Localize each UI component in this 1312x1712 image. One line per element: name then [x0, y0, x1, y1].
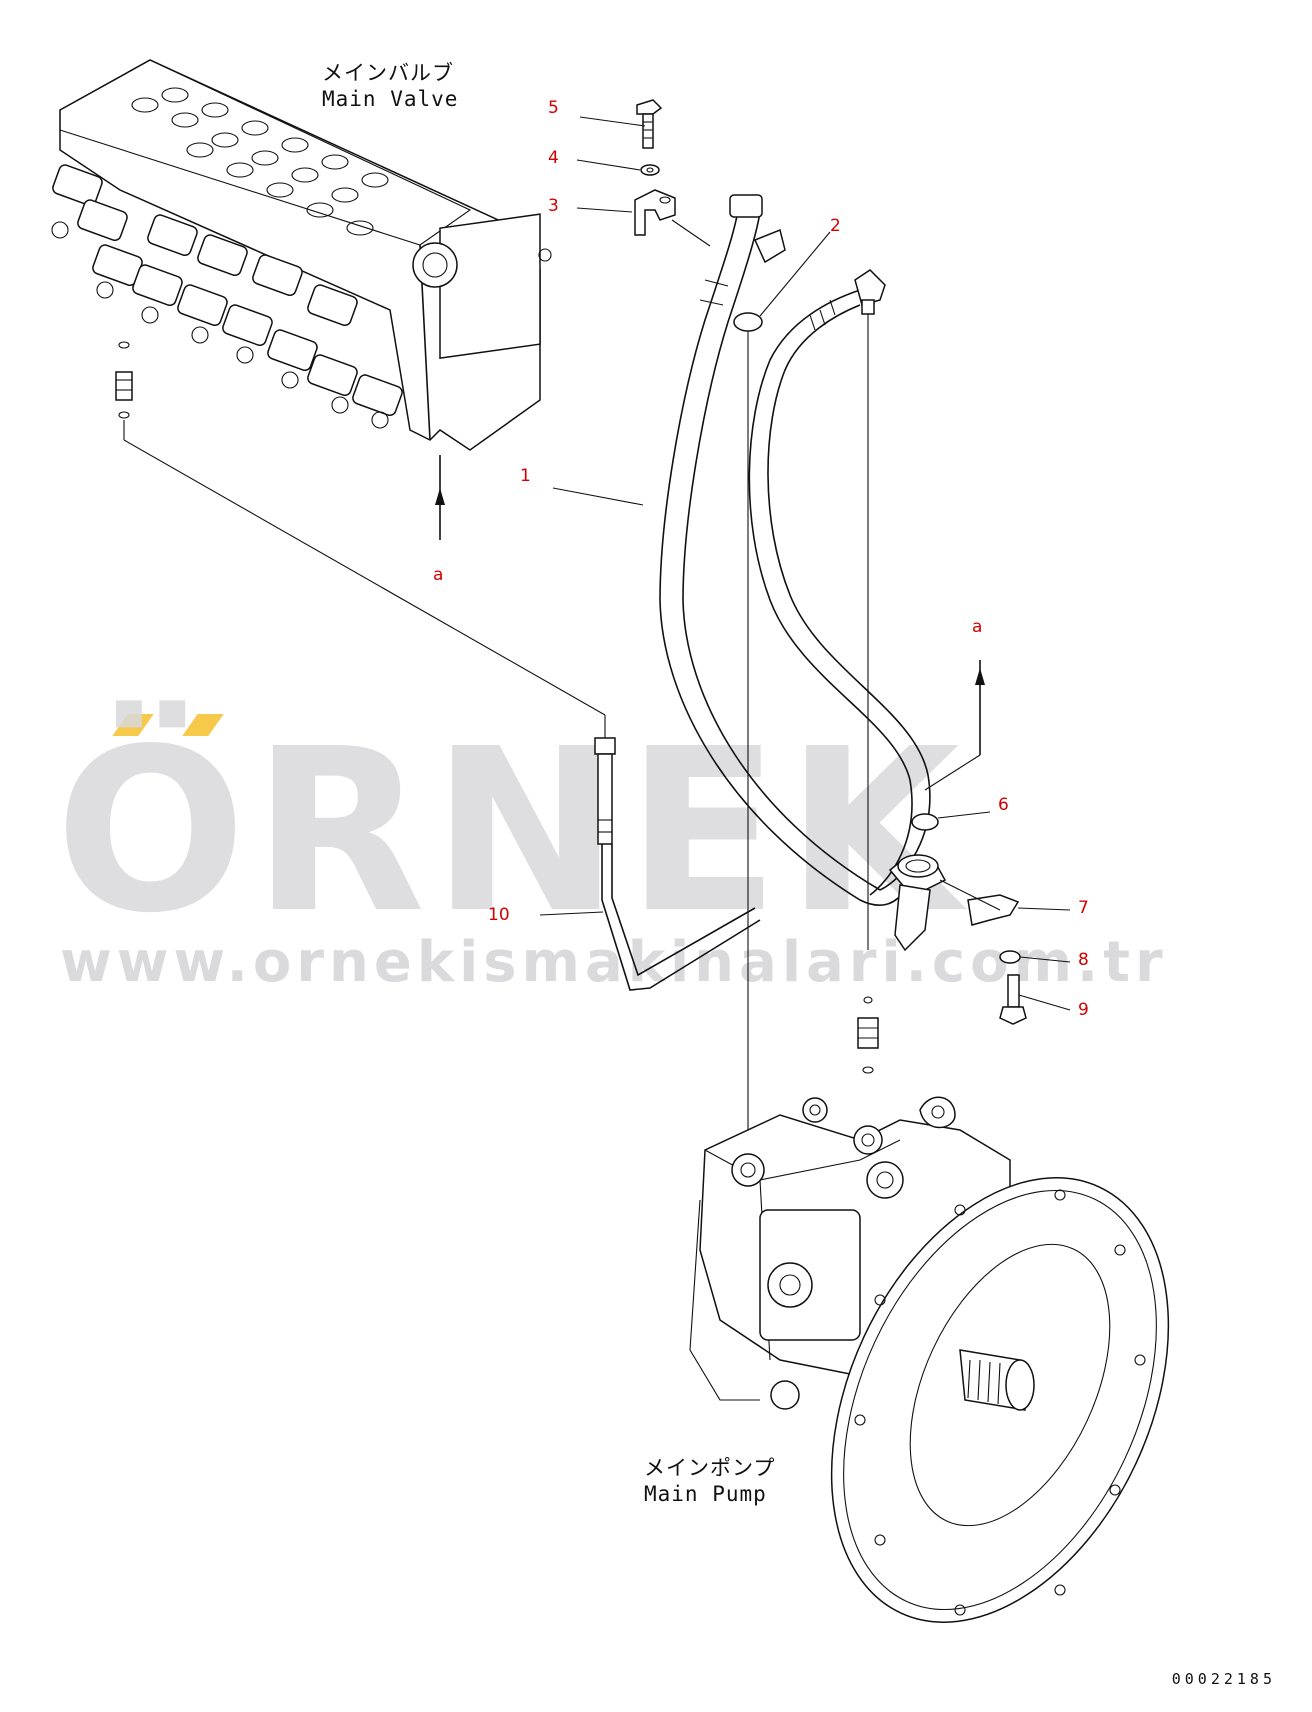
- fasteners-top: [576, 99, 711, 247]
- part-callout-2[interactable]: 2: [830, 216, 841, 236]
- main-pump-label: メインポンプ Main Pump: [644, 1455, 775, 1507]
- part-callout-8[interactable]: 8: [1078, 950, 1089, 970]
- tube-10: [123, 420, 761, 991]
- hoses: [552, 194, 931, 1140]
- main-pump-drawing: [689, 1096, 1170, 1623]
- part-callout-10[interactable]: 10: [488, 905, 510, 925]
- watermark-url: www.ornekismakinalari.com.tr: [60, 930, 1168, 995]
- main-valve-drawing: [51, 59, 552, 540]
- fasteners-bottom: [857, 660, 1071, 1074]
- main-valve-label: メインバルブ Main Valve: [322, 60, 458, 112]
- main-valve-label-en: Main Valve: [322, 87, 459, 111]
- part-callout-3[interactable]: 3: [548, 196, 559, 216]
- part-callout-9[interactable]: 9: [1078, 1000, 1089, 1020]
- main-pump-label-jp: メインポンプ: [644, 1456, 776, 1480]
- part-callout-7[interactable]: 7: [1078, 898, 1089, 918]
- main-valve-label-jp: メインバルブ: [322, 61, 454, 85]
- part-callout-1[interactable]: 1: [520, 466, 531, 486]
- main-pump-label-en: Main Pump: [644, 1482, 767, 1506]
- part-callout-6[interactable]: 6: [998, 795, 1009, 815]
- watermark-word: ÖRNEK: [55, 701, 966, 963]
- part-callout-4[interactable]: 4: [548, 148, 559, 168]
- reference-a-bottom: a: [972, 617, 983, 637]
- reference-a-top: a: [433, 565, 444, 585]
- drawing-number: 00022185: [1171, 1670, 1276, 1688]
- part-callout-5[interactable]: 5: [548, 98, 559, 118]
